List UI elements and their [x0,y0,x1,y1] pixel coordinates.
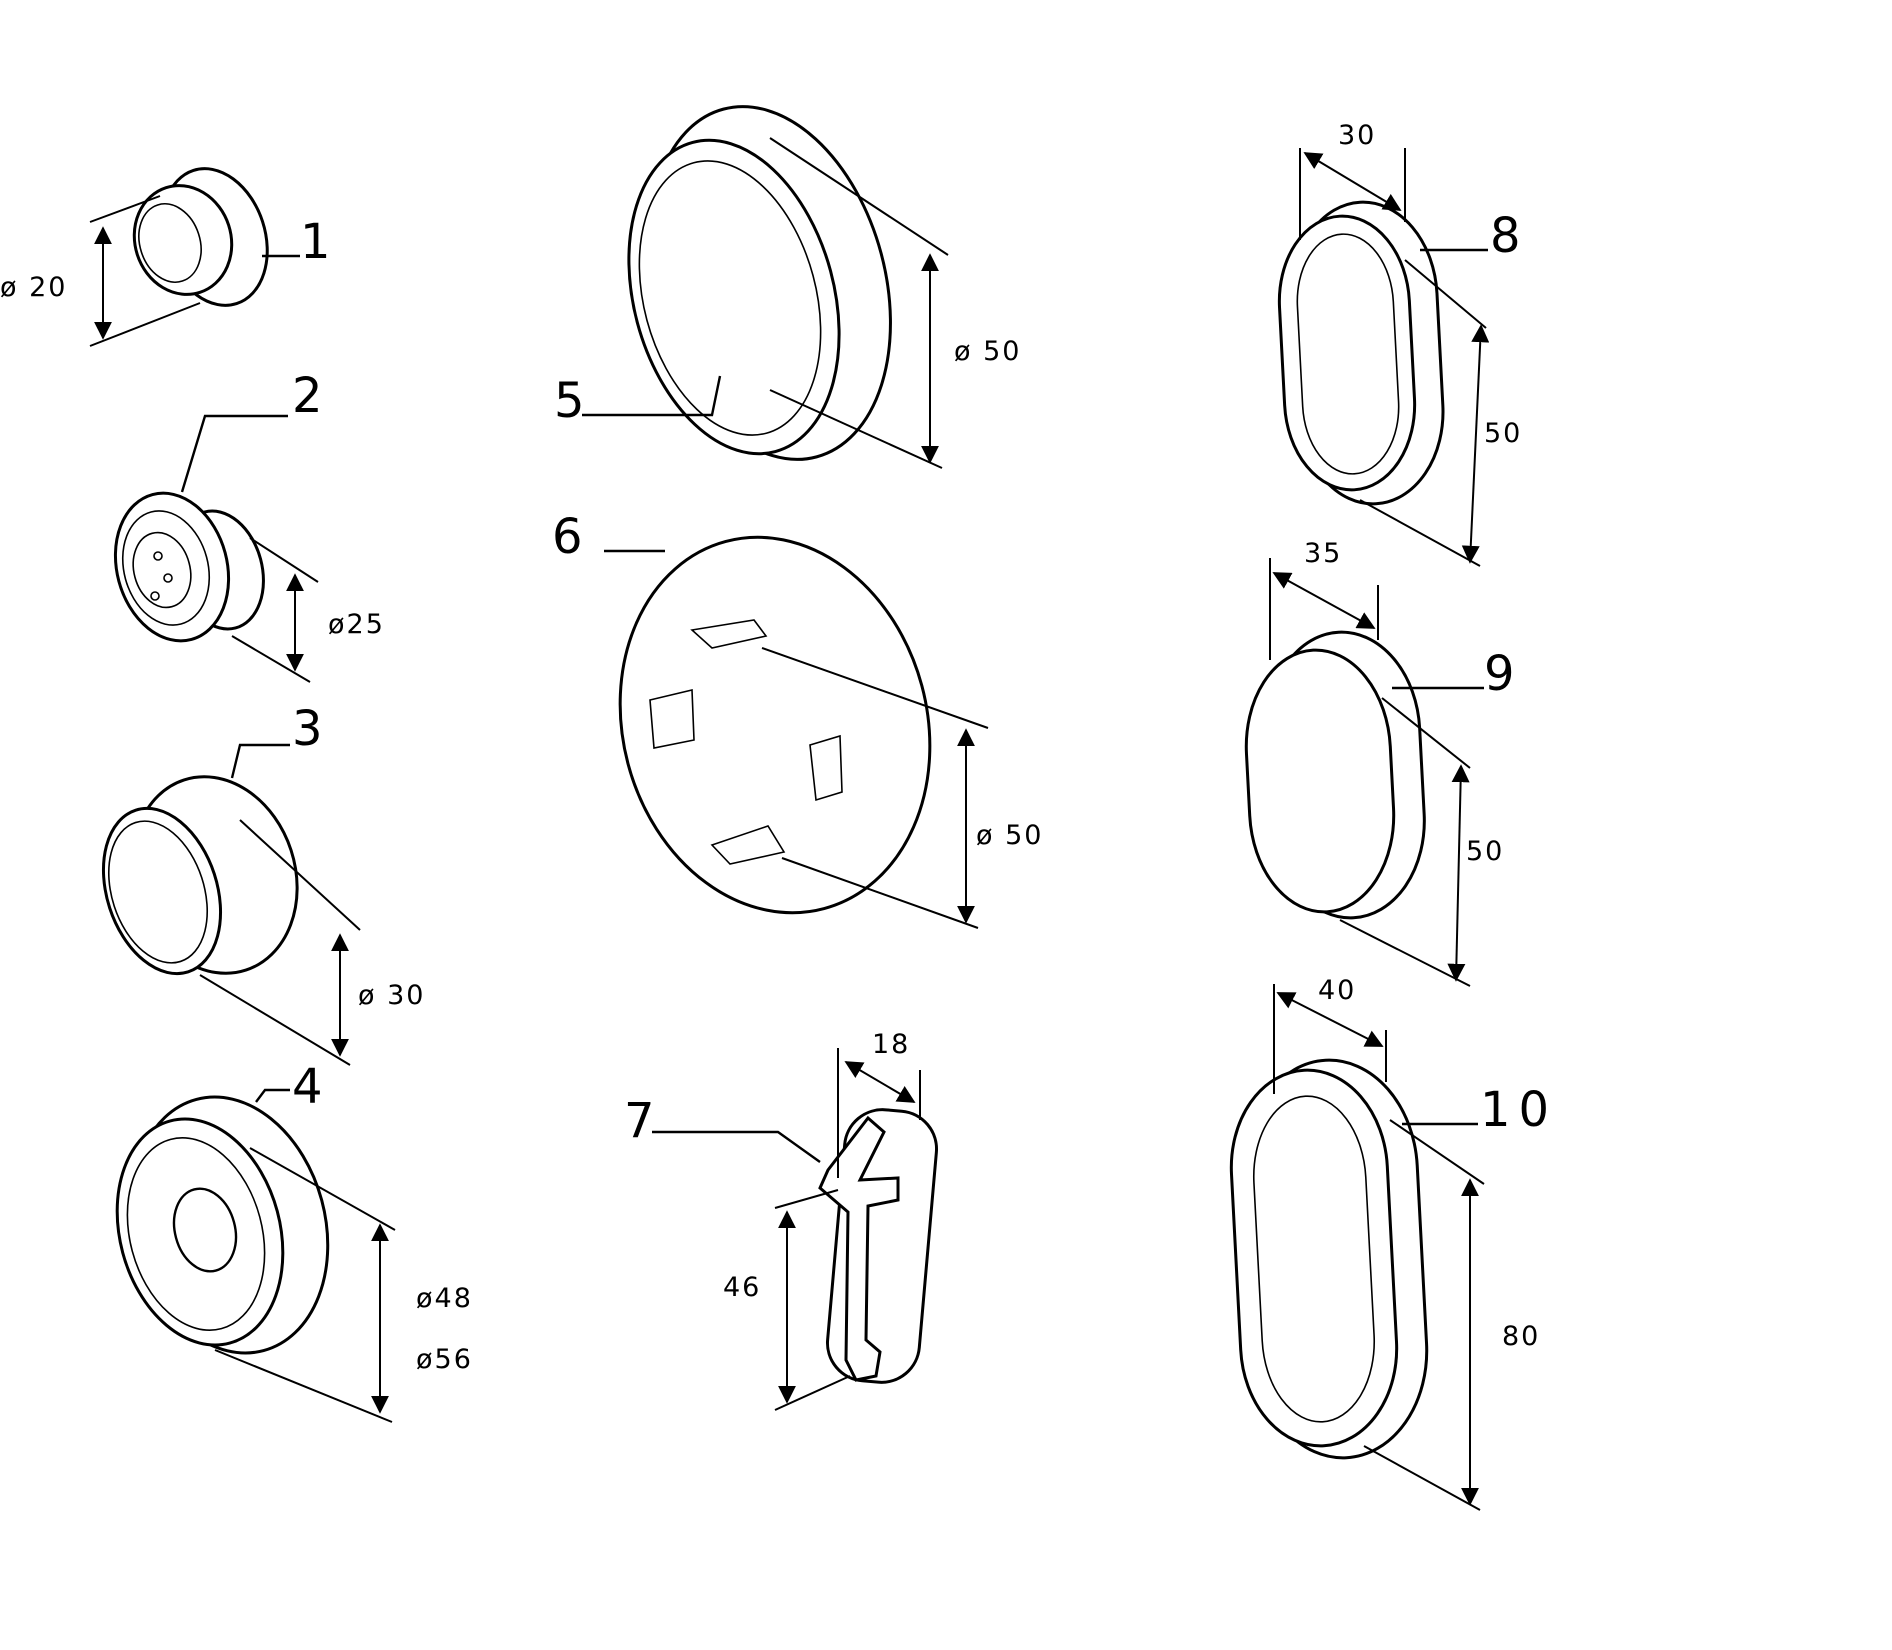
part-2-diameter: ø25 [328,609,385,640]
part-6-number: 6 [552,509,583,565]
part-3-diameter: ø 30 [358,980,425,1011]
part-3-number: 3 [292,701,323,757]
part-7-number: 7 [624,1093,655,1149]
part-10-oval-grommet: 10 40 80 [1229,975,1557,1511]
part-7-height: 46 [723,1272,761,1303]
part-5-diameter: ø 50 [954,336,1021,367]
part-5-grommet: 5 ø 50 [554,105,1021,469]
part-8-width: 30 [1338,120,1376,151]
part-5-number: 5 [554,373,585,429]
part-9-oval-plug: 9 35 50 [1244,538,1515,987]
part-8-number: 8 [1490,208,1521,264]
part-8-oval-grommet: 8 30 50 [1277,120,1522,567]
part-10-width: 40 [1318,975,1356,1006]
part-2-number: 2 [292,368,323,424]
part-1-number: 1 [300,214,331,270]
part-2-grommet: 2 ø25 [113,368,385,683]
part-10-number: 10 [1480,1082,1557,1138]
part-1-diameter: ø 20 [0,272,67,303]
part-4-number: 4 [292,1059,323,1115]
part-9-width: 35 [1304,538,1342,569]
part-9-number: 9 [1484,646,1515,702]
part-4-outer-diameter: ø56 [416,1344,473,1375]
part-4-grommet: 4 ø48 ø56 [115,1059,473,1423]
part-1-plug: 1 ø 20 [0,167,331,347]
part-7-clip: 7 18 46 [624,1029,939,1411]
part-6-diameter: ø 50 [976,820,1043,851]
part-3-grommet: 3 ø 30 [101,701,425,1066]
part-9-height: 50 [1466,836,1504,867]
part-10-height: 80 [1502,1321,1540,1352]
part-4-inner-diameter: ø48 [416,1283,473,1314]
part-6-blind-cap: 6 ø 50 [552,509,1043,929]
part-8-height: 50 [1484,418,1522,449]
part-7-width: 18 [872,1029,910,1060]
